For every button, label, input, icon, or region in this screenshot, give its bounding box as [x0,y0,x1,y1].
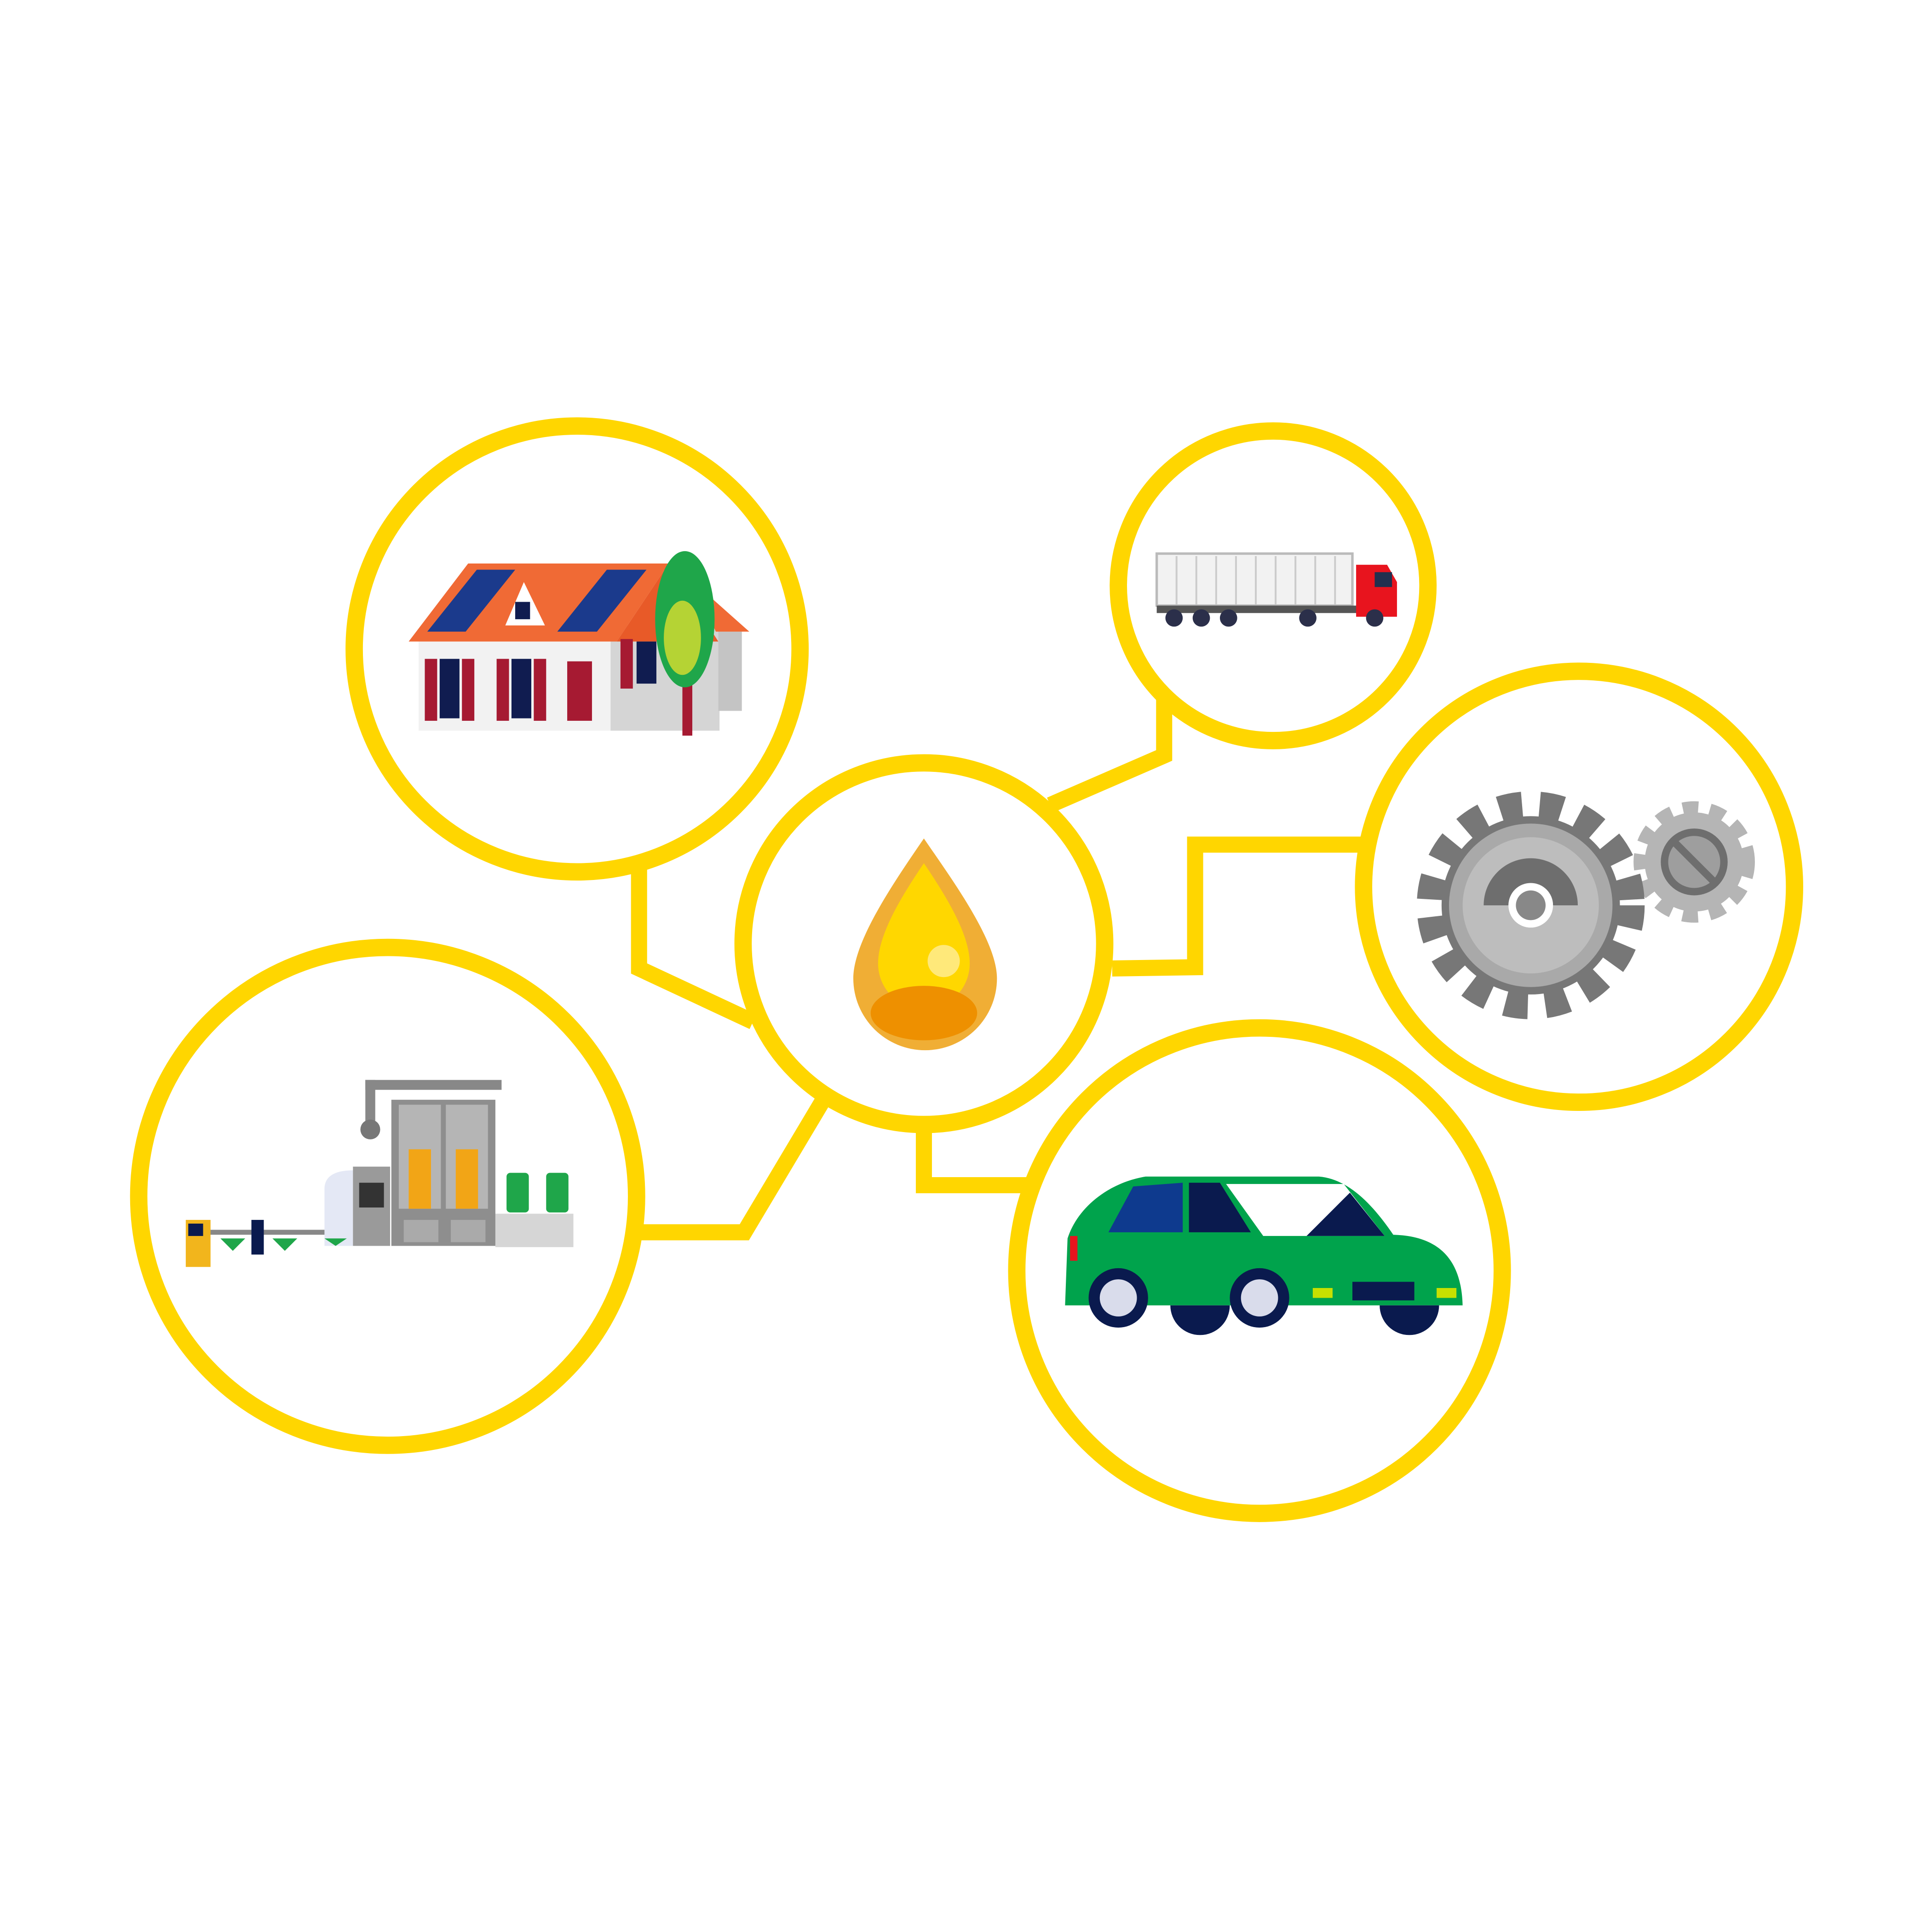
connector-car [915,1129,1028,1194]
connector-gears [1112,836,1373,977]
factory-bottling-line-icon [185,1080,574,1267]
connector-house [631,867,757,1029]
connector-factory [634,1093,832,1241]
oil-drop-icon [853,838,997,1051]
semi-truck-icon [1155,552,1397,627]
car-wheels [1088,1268,1439,1335]
connectors [631,700,1373,1241]
solar-house-icon [408,551,749,736]
connector-truck [1047,700,1173,813]
gears-icon [1417,791,1755,1019]
car-icon [1065,1176,1463,1335]
